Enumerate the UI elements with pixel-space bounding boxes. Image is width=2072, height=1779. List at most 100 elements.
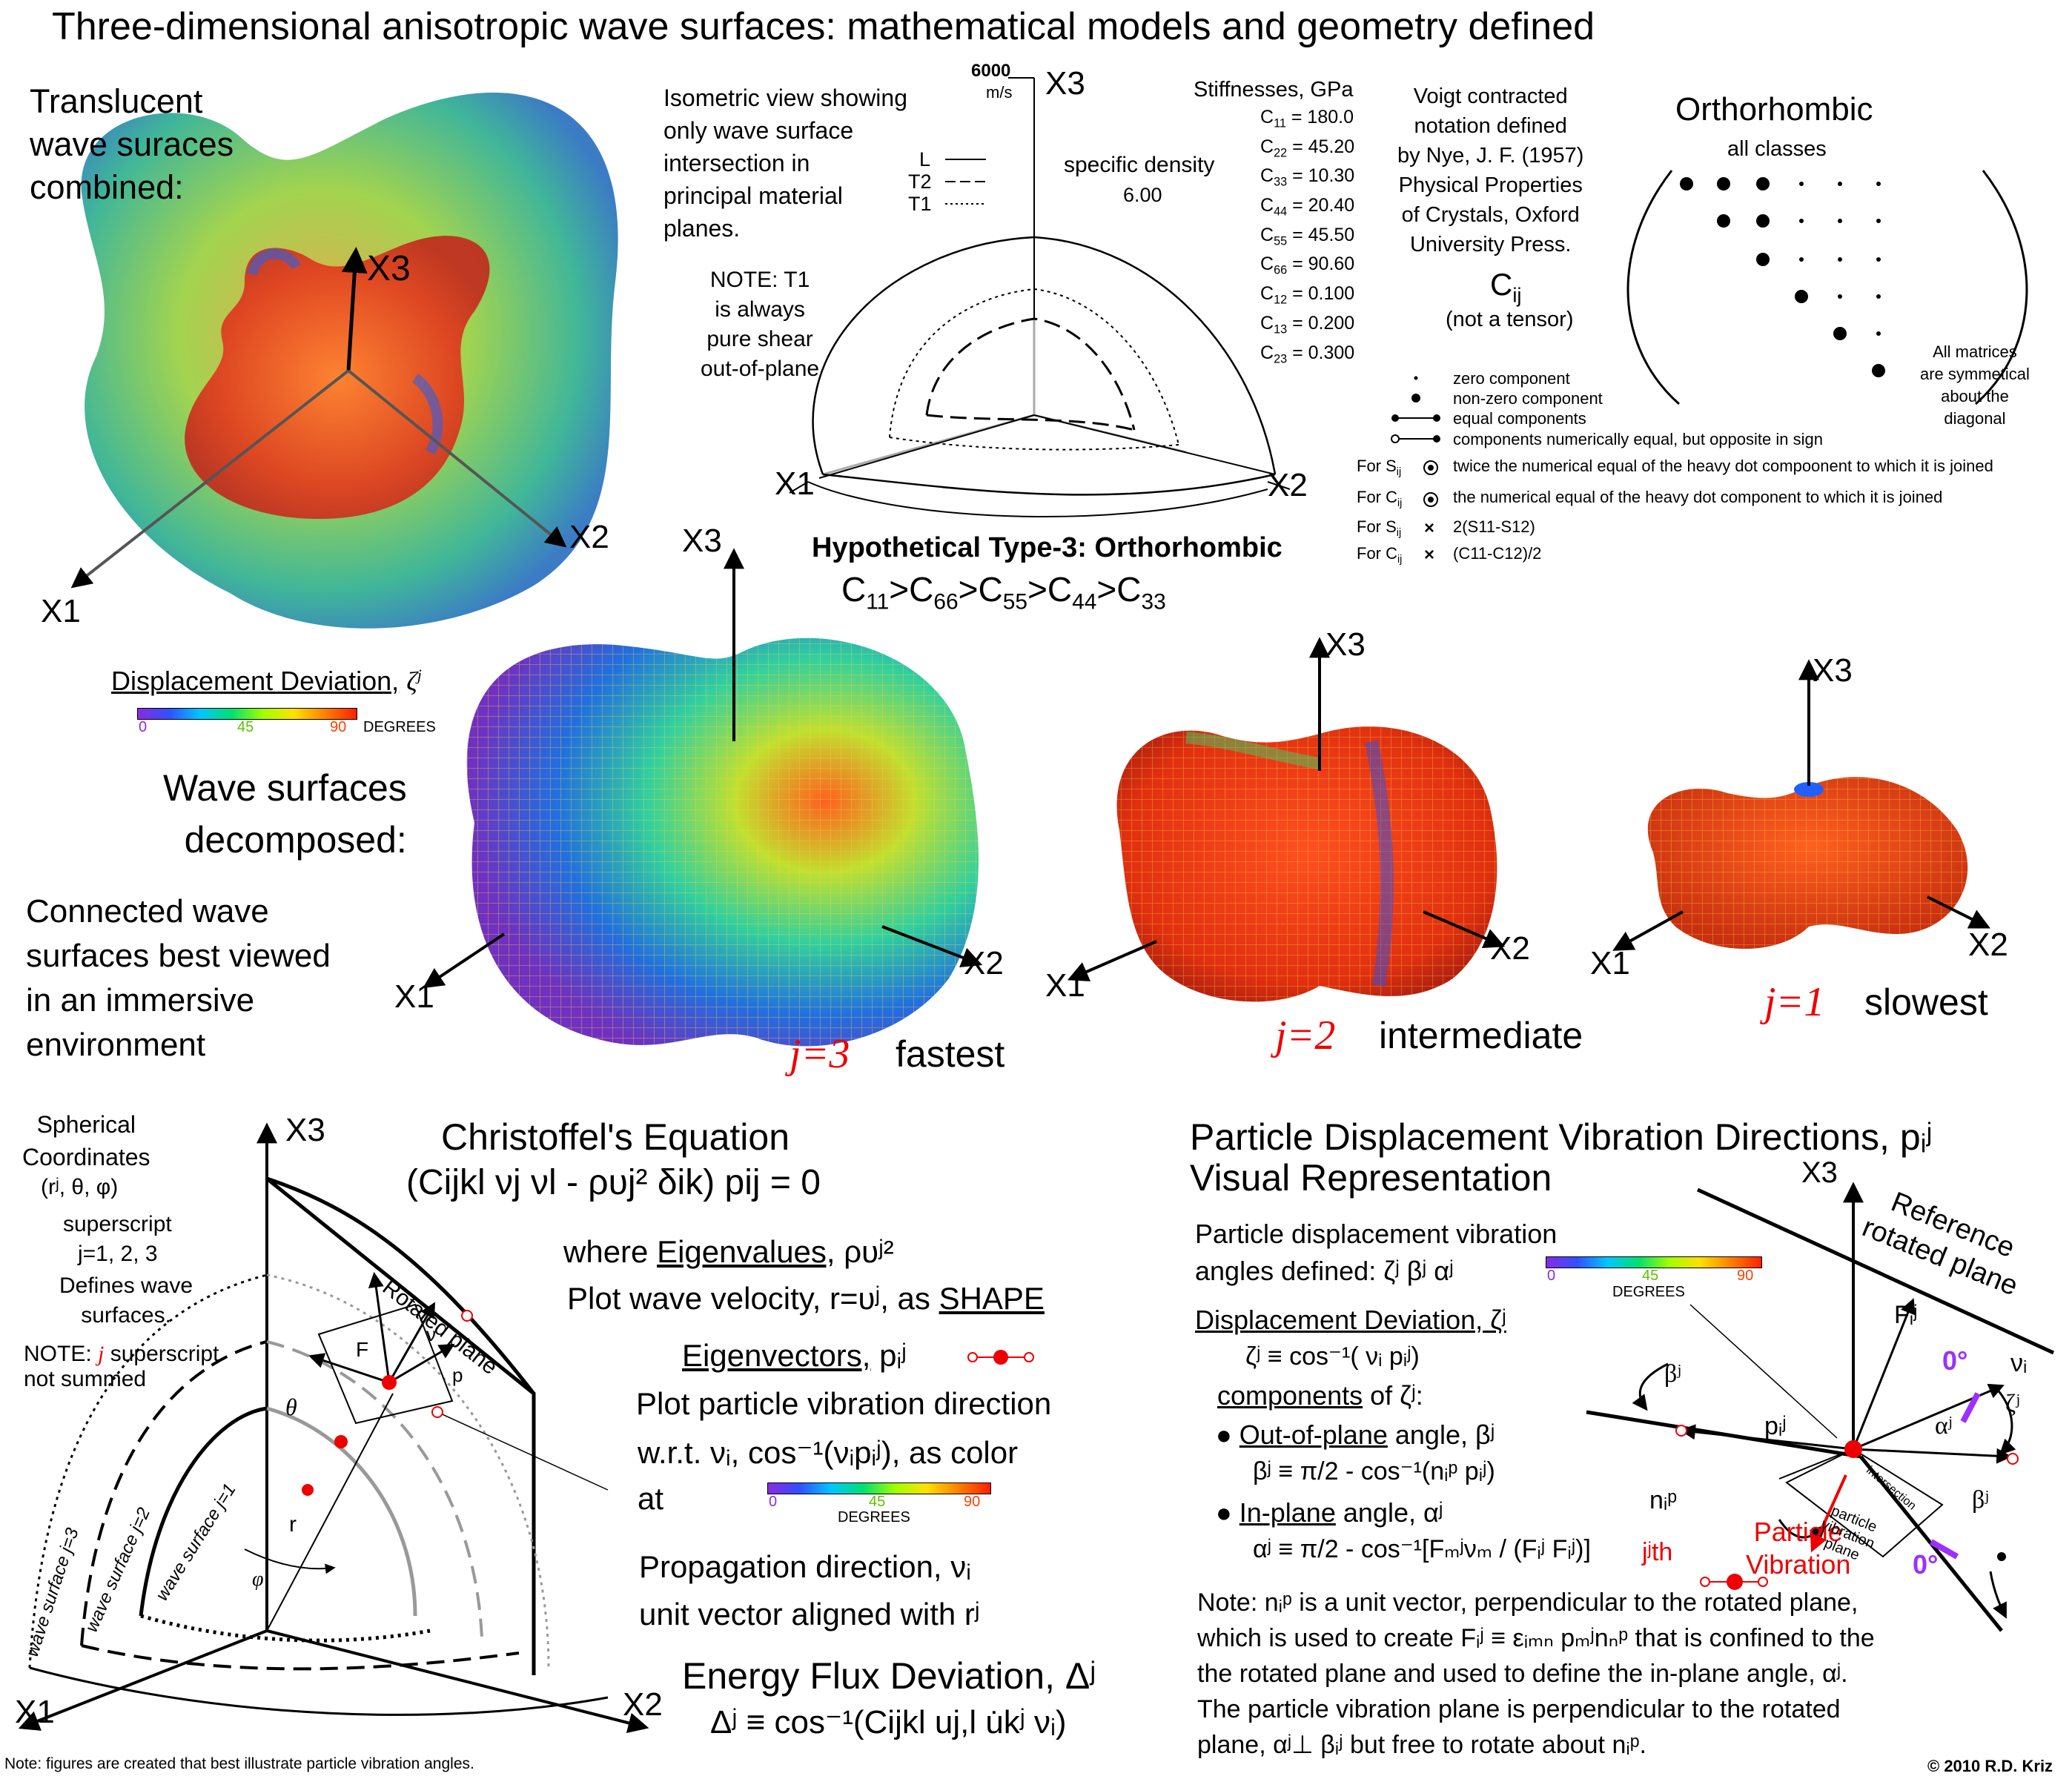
isometric-density-label: specific density xyxy=(1064,153,1215,177)
isometric-legend-l: L xyxy=(919,148,931,170)
christoffel-tick-45: 45 xyxy=(869,1494,886,1510)
diagram1-r-label: r xyxy=(289,1512,297,1537)
legend-nonzero: non-zero component xyxy=(1453,389,1603,408)
wave-surface-j1 xyxy=(1612,659,1991,951)
j3-x3: X3 xyxy=(682,523,722,559)
diagram2-zeta: ζʲ xyxy=(2005,1390,2020,1417)
energy-flux-equation: Δʲ ≡ cos⁻¹(Cijkl uj,l u̇kʲ νᵢ) xyxy=(710,1704,1067,1740)
displacement-tick-0: 0 xyxy=(139,719,148,735)
stiffness-row: C22 = 45.20 xyxy=(1260,136,1355,160)
legend-equal: equal components xyxy=(1453,409,1586,428)
christoffel-title: Christoffel's Equation xyxy=(441,1116,790,1158)
dd-equation: ζʲ ≡ cos⁻¹( νᵢ pᵢʲ) xyxy=(1245,1342,1420,1371)
particle-note: Note: nᵢᵖ is a unit vector, perpendicula… xyxy=(1197,1588,1875,1759)
diagram1-nu-label: ν xyxy=(426,1323,436,1345)
not-tensor-note: (not a tensor) xyxy=(1446,308,1574,331)
diagram1-x2: X2 xyxy=(623,1686,663,1723)
oop-equation: βʲ ≡ π/2 - cos⁻¹(nᵢᵖ pᵢʲ) xyxy=(1253,1457,1495,1485)
diagram1-f-label: F xyxy=(356,1338,369,1361)
j1-x3: X3 xyxy=(1813,652,1853,689)
isometric-description: Isometric view showing only wave surface… xyxy=(663,85,907,242)
stiffness-row: C13 = 0.200 xyxy=(1260,312,1355,337)
j1-x1: X1 xyxy=(1590,945,1630,981)
wave-surface-j2 xyxy=(1067,637,1506,1002)
particle-vibration-diagram xyxy=(1586,1182,2055,1632)
displacement-label: Displacement Deviation, ζj xyxy=(111,666,422,696)
isometric-scale-unit: m/s xyxy=(986,83,1013,102)
legend-zero: zero component xyxy=(1453,369,1570,388)
at-label: at xyxy=(638,1481,664,1516)
j2-x1: X1 xyxy=(1045,967,1085,1004)
particle-title2: Visual Representation xyxy=(1190,1157,1552,1199)
isometric-x1-label: X1 xyxy=(775,466,815,502)
diagram1-x3: X3 xyxy=(285,1112,325,1148)
diagram2-zero-top: 0° xyxy=(1942,1345,1968,1376)
j1-label: j=1 xyxy=(1764,979,1825,1025)
j2-label: j=2 xyxy=(1275,1013,1336,1059)
symmetric-note: All matrices are symmetical about the di… xyxy=(1920,342,2030,428)
j2-desc: intermediate xyxy=(1379,1015,1583,1056)
stiffness-row: C33 = 10.30 xyxy=(1260,165,1355,190)
diagram2-alpha: αʲ xyxy=(1935,1412,1953,1440)
decomposed-label: Wave surfaces decomposed: xyxy=(163,767,407,861)
j2-x2: X2 xyxy=(1490,930,1530,967)
christoffel-tick-0: 0 xyxy=(769,1494,778,1510)
orthorhombic-matrix: × × xyxy=(1391,170,2028,565)
isometric-x2-label: X2 xyxy=(1268,467,1308,503)
ip-equation: αʲ ≡ π/2 - cos⁻¹[Fₘʲνₘ / (Fᵢʲ Fᵢʲ)] xyxy=(1253,1535,1591,1563)
diagram1-p-label: p xyxy=(452,1364,463,1386)
particle-tick-90: 90 xyxy=(1737,1268,1754,1284)
svg-text:×: × xyxy=(1424,545,1434,565)
stiffness-row: C44 = 20.40 xyxy=(1260,195,1355,219)
spherical-coords: (rʲ, θ, φ) xyxy=(41,1175,119,1199)
cij-symbol: Cij xyxy=(1490,267,1522,307)
copyright: © 2010 R.D. Kriz xyxy=(1927,1757,2053,1775)
hypothetical-title: Hypothetical Type-3: Orthorhombic xyxy=(812,532,1282,563)
footer-note: Note: figures are created that best illu… xyxy=(4,1755,474,1772)
voigt-note: Voigt contracted notation defined by Nye… xyxy=(1397,85,1584,256)
j3-x2: X2 xyxy=(964,945,1004,981)
dd-heading: Displacement Deviation, ζʲ xyxy=(1195,1305,1506,1335)
isometric-density-value: 6.00 xyxy=(1123,184,1162,206)
isometric-legend-t2: T2 xyxy=(908,170,932,193)
diagram2-fi: Fᵢʲ xyxy=(1894,1301,1918,1329)
diagram2-particle-vibration: Particle Vibration xyxy=(1746,1517,1851,1580)
translucent-x1-label: X1 xyxy=(41,593,81,629)
for-item: For Cij(C11-C12)/2 xyxy=(1357,544,1542,566)
isometric-x3-label: X3 xyxy=(1045,65,1085,102)
oop-line: ● Out-of-plane angle, βʲ xyxy=(1216,1419,1495,1450)
christoffel-colorbar xyxy=(767,1482,991,1494)
christoffel-tick-90: 90 xyxy=(964,1494,981,1510)
displacement-colorbar xyxy=(137,708,357,720)
diagram2-jth: jʲth xyxy=(1642,1538,1673,1566)
stiffness-row: C66 = 90.60 xyxy=(1260,254,1355,278)
ip-line: ● In-plane angle, αʲ xyxy=(1216,1497,1443,1528)
connected-note: Connected wave surfaces best viewed in a… xyxy=(26,893,331,1063)
diagram2-zero-bottom: 0° xyxy=(1913,1549,1939,1580)
plot-velocity-line: Plot wave velocity, r=υʲ, as SHAPE xyxy=(567,1281,1045,1316)
diagram2-nu: νᵢ xyxy=(2010,1349,2028,1377)
legend-opposite: components numerically equal, but opposi… xyxy=(1453,430,1823,448)
j3-x1: X1 xyxy=(394,978,434,1015)
diagram2-pij: pᵢʲ xyxy=(1764,1412,1787,1440)
particle-tick-45: 45 xyxy=(1642,1268,1659,1284)
diagram2-nip: nᵢᵖ xyxy=(1649,1486,1678,1514)
spherical-superscript: superscript xyxy=(63,1212,172,1236)
diagram1-x1: X1 xyxy=(15,1694,55,1730)
components-line: components of ζʲ: xyxy=(1217,1380,1423,1411)
particle-title: Particle Displacement Vibration Directio… xyxy=(1190,1116,1933,1158)
wave-surface-j3 xyxy=(423,548,983,1047)
svg-text:×: × xyxy=(1424,518,1434,538)
eigenvector-symbol xyxy=(967,1350,1034,1365)
j1-desc: slowest xyxy=(1864,981,1988,1023)
energy-flux-title: Energy Flux Deviation, Δʲ xyxy=(682,1655,1096,1697)
spherical-note: NOTE: j superscript not summed xyxy=(24,1342,219,1391)
diagram2-beta-right: βʲ xyxy=(1972,1486,1989,1514)
page-title: Three-dimensional anisotropic wave surfa… xyxy=(52,5,1595,48)
spherical-diagram xyxy=(18,1122,649,1734)
